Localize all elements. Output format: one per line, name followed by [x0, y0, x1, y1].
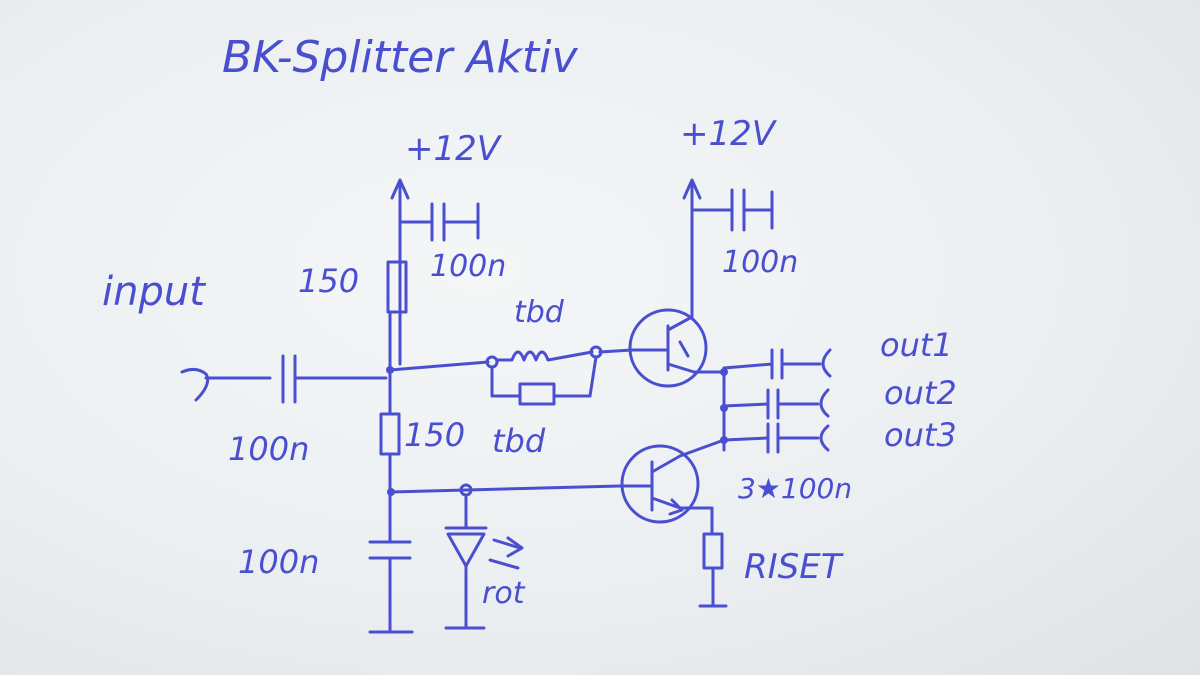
input-connector: [180, 367, 272, 402]
transistor-upper: [628, 308, 708, 388]
cap-bottom-label: 100n: [238, 543, 319, 581]
out-caps-label: 3★100n: [738, 472, 852, 505]
input-label: input: [102, 269, 206, 315]
resistor-top: [386, 260, 408, 314]
led-label: rot: [482, 576, 526, 611]
inductor-parallel-label: tbd: [492, 422, 546, 460]
wire-to-base: [389, 484, 622, 494]
resistor-riset: [702, 532, 724, 570]
input-capacitor: [281, 354, 388, 404]
cap-left-top-label: 100n: [430, 249, 506, 284]
supply-label-right: +12V: [680, 114, 778, 154]
supply-label-left: +12V: [405, 129, 503, 169]
rset-label: RISET: [744, 547, 844, 587]
decoupling-capacitor-left: [398, 202, 480, 242]
ground-riset: [698, 566, 728, 608]
supply-arrow-left: [390, 178, 410, 366]
out2-label: out2: [884, 374, 957, 412]
led-diode: [444, 493, 524, 630]
inductor: [495, 350, 594, 362]
supply-arrow-right: [682, 178, 702, 320]
resistor-bottom: [379, 412, 401, 456]
out1-label: out1: [880, 326, 953, 364]
wire-to-inductor: [388, 360, 490, 372]
cap-right-top-label: 100n: [722, 245, 798, 280]
node-out1: [720, 368, 728, 376]
inductor-label: tbd: [514, 295, 565, 330]
output-capacitor-1: [722, 348, 832, 380]
resistor-parallel: [518, 382, 556, 406]
output-bus: [692, 370, 726, 452]
transistor-lower-leads: [618, 438, 726, 536]
output-capacitor-2: [722, 388, 830, 420]
transistor-lower: [620, 444, 700, 524]
diagram-title: BK-Splitter Aktiv: [222, 32, 579, 83]
cap-input-label: 100n: [228, 430, 309, 468]
capacitor-bottom: [368, 540, 414, 634]
transistor-upper-leads: [630, 316, 696, 374]
output-capacitor-3: [722, 422, 830, 454]
r-top-label: 150: [298, 262, 359, 300]
r-bottom-label: 150: [404, 416, 465, 454]
decoupling-capacitor-right: [690, 188, 774, 232]
wire-parallel: [490, 355, 598, 398]
wire-to-gate: [598, 348, 634, 354]
out3-label: out3: [884, 416, 957, 454]
